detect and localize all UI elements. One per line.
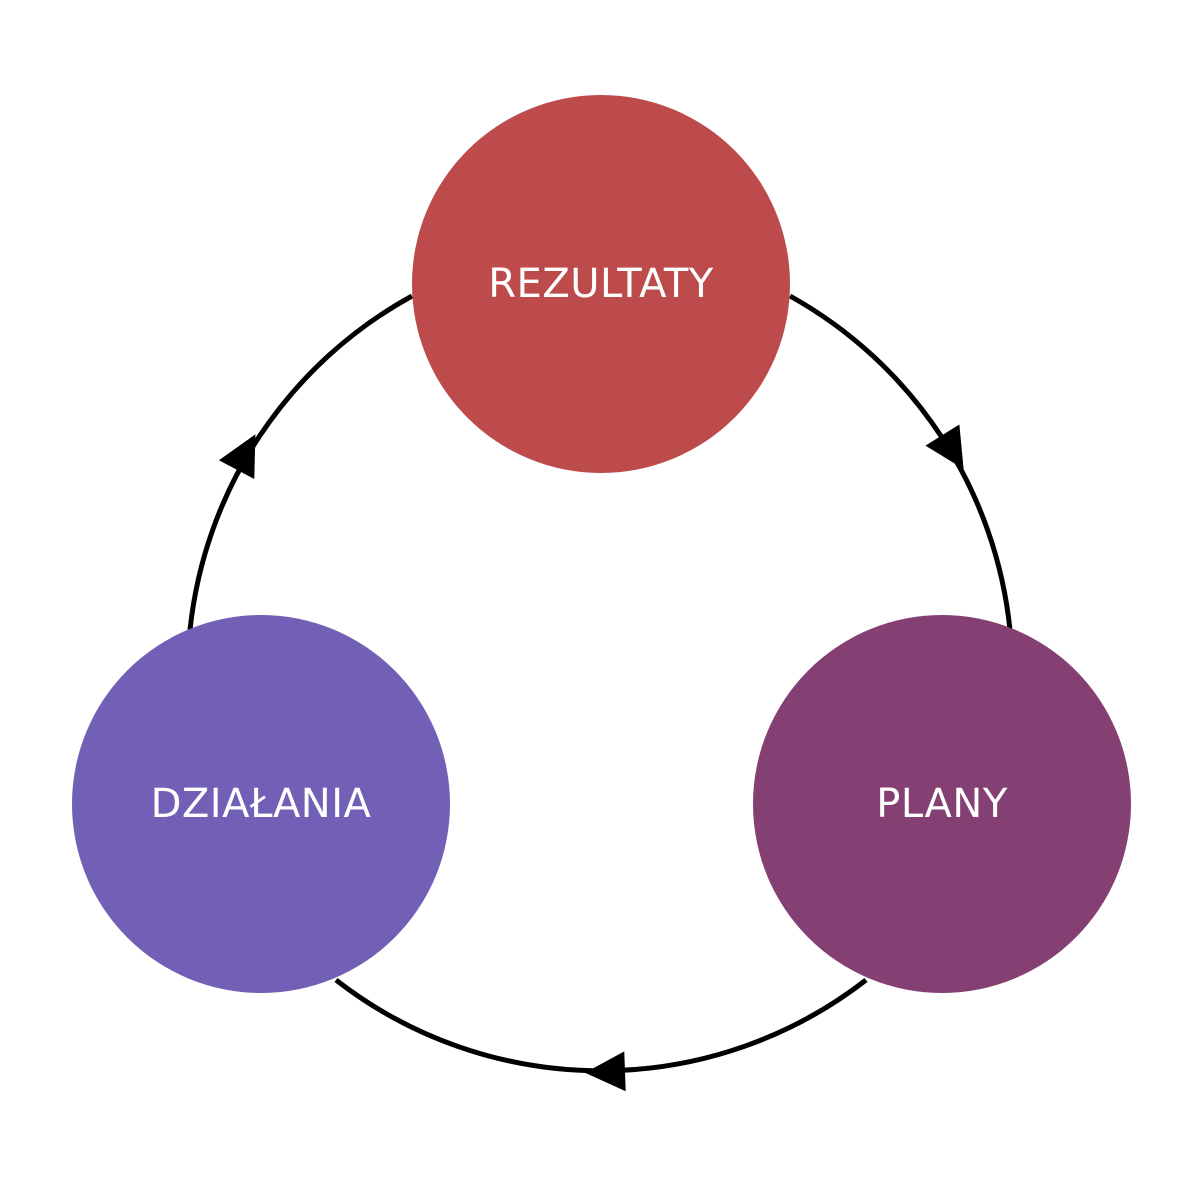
node-plany-circle — [753, 615, 1131, 993]
node-rezultaty-circle — [412, 95, 790, 473]
node-dzialania: DZIAŁANIA — [72, 615, 450, 993]
arc-rezultaty-to-plany — [788, 293, 1013, 631]
node-rezultaty: REZULTATY — [412, 95, 790, 473]
node-plany: PLANY — [753, 615, 1131, 993]
node-dzialania-circle — [72, 615, 450, 993]
arrowhead-dzialania-to-rezultaty — [218, 434, 256, 480]
node-dzialania-label: DZIAŁANIA — [151, 781, 372, 827]
arrowhead-plany-to-dzialania — [585, 1051, 626, 1092]
arc-dzialania-to-rezultaty — [187, 293, 414, 631]
arrowhead-rezultaty-to-plany — [925, 424, 964, 469]
arc-plany-to-dzialania — [334, 978, 868, 1074]
node-rezultaty-label: REZULTATY — [488, 261, 714, 307]
arrowheads — [218, 424, 964, 1092]
node-plany-label: PLANY — [876, 781, 1008, 827]
